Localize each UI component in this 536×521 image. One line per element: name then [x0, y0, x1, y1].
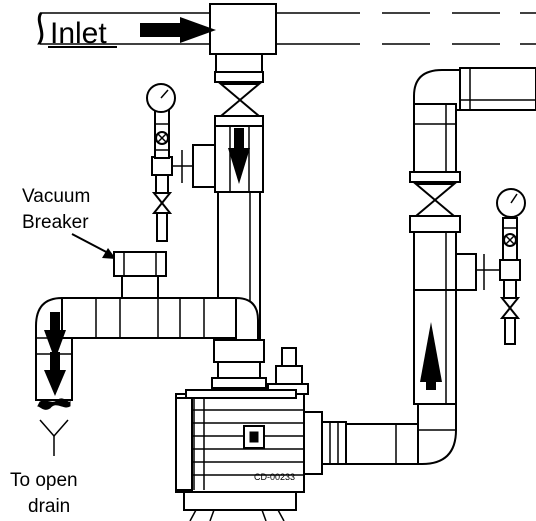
right-pressure-gauge-assembly: [476, 188, 526, 345]
vacuum-breaker: [113, 251, 167, 299]
part-code-label: CD-00233: [254, 472, 295, 482]
drain-header-pipe: [61, 296, 259, 341]
supply-gate-valve: [214, 71, 264, 127]
inlet-flow-arrow: [140, 17, 216, 43]
drain-label-line1: To open: [10, 470, 78, 491]
inlet-header-pipe: [37, 8, 536, 50]
inlet-tee: [209, 3, 277, 55]
discharge-header-pipe: [345, 403, 457, 465]
drain-flow-arrow-down: [44, 312, 66, 396]
vacuum-breaker-label-line2: Breaker: [22, 212, 89, 233]
left-pressure-gauge-assembly: [146, 83, 193, 242]
drain-outlet-symbol: [39, 419, 69, 456]
drain-break-symbol: [37, 398, 71, 410]
pump-relief-valve: [267, 347, 309, 395]
pump-discharge-connection: [303, 411, 347, 475]
inlet-label: Inlet: [50, 17, 107, 50]
discharge-flow-arrow-up: [420, 322, 442, 390]
vacuum-breaker-label-line1: Vacuum: [22, 186, 90, 207]
discharge-upper-pipe: [413, 67, 536, 173]
pump-motor: [175, 389, 305, 521]
discharge-tee-body: [413, 231, 477, 291]
supply-flow-arrow-down: [228, 128, 250, 184]
vacuum-breaker-leader: [71, 233, 116, 259]
discharge-gate-valve: [409, 171, 461, 233]
supply-side-flange: [192, 144, 216, 188]
drain-label-line2: drain: [28, 496, 70, 517]
pump-inlet-fitting: [211, 339, 267, 389]
